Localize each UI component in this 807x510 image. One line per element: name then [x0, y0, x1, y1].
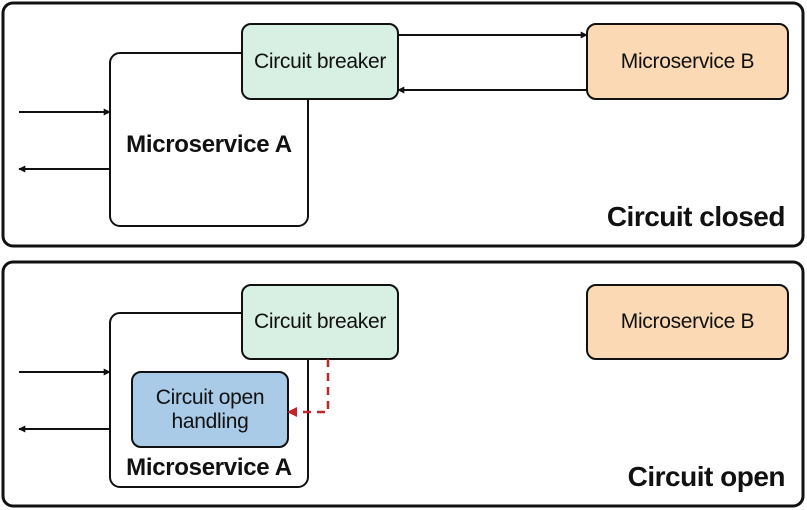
open-panel — [1, 260, 805, 508]
open-microservice-b-box — [586, 284, 789, 360]
open-circuit-breaker-box — [241, 284, 399, 360]
fallback-dashed-arrow — [287, 359, 330, 417]
closed-microservice-b-box — [586, 23, 789, 100]
closed-panel — [1, 1, 805, 248]
closed-state-label: Circuit closed — [606, 201, 786, 232]
closed-microservice-a-label: Microservice A — [126, 130, 292, 158]
circuit-open-handling-label: Circuit open handling — [155, 386, 265, 433]
closed-circuit-breaker-box — [241, 23, 399, 100]
open-state-label: Circuit open — [627, 461, 786, 492]
closed-circuit-breaker-label: Circuit breaker — [253, 49, 387, 73]
closed-microservice-b-label: Microservice B — [620, 49, 755, 73]
open-microservice-a-label: Microservice A — [126, 453, 292, 481]
open-microservice-b-label: Microservice B — [620, 310, 755, 334]
open-circuit-breaker-label: Circuit breaker — [253, 310, 387, 334]
